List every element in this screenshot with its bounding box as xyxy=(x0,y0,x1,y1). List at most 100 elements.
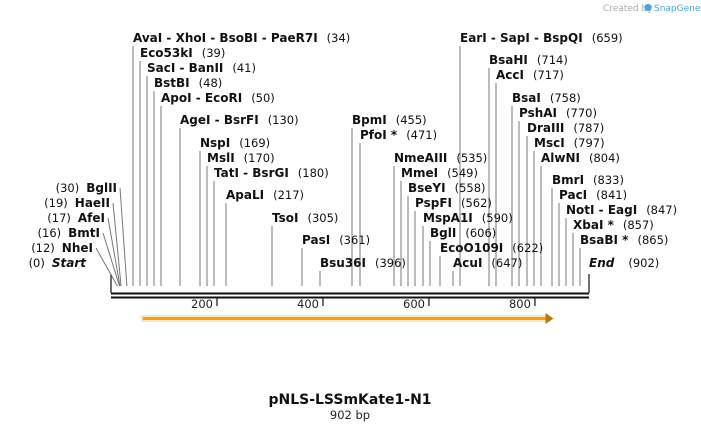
site-name: AlwNI xyxy=(541,151,580,165)
site-acci[interactable]: AccI(717) xyxy=(496,68,564,82)
site-position: (717) xyxy=(533,68,564,82)
site-name: AfeI xyxy=(78,211,105,225)
site-mspa1i[interactable]: MspA1I(590) xyxy=(423,211,513,225)
site-position: (17) xyxy=(47,211,71,225)
site-position: (455) xyxy=(396,113,427,127)
site-nspi[interactable]: NspI(169) xyxy=(200,136,270,150)
site-name: MscI xyxy=(534,136,565,150)
site-afei[interactable]: AfeI (17) xyxy=(47,211,105,225)
site-name: AcuI xyxy=(453,256,482,270)
site-name: DraIII xyxy=(527,121,564,135)
site-position: (833) xyxy=(593,173,624,187)
site-connector xyxy=(95,247,118,287)
tick-label: 400 xyxy=(297,297,319,311)
site-position: (34) xyxy=(327,31,351,45)
site-position: (19) xyxy=(44,196,68,210)
site-pfoi[interactable]: PfoI *(471) xyxy=(360,128,437,142)
site-name: BglI xyxy=(430,226,456,240)
site-name: ApaLI xyxy=(226,188,264,202)
site-tati-bsrgi[interactable]: TatI - BsrGI(180) xyxy=(214,166,329,180)
site-nhei[interactable]: NheI(12) xyxy=(31,241,93,255)
site-position: (647) xyxy=(491,256,522,270)
site-name: PacI xyxy=(559,188,587,202)
site-agei-bsrfi[interactable]: AgeI - BsrFI(130) xyxy=(180,113,299,127)
site-position: (39) xyxy=(202,46,226,60)
site-name: XbaI * xyxy=(573,218,615,232)
site-position: (48) xyxy=(199,76,223,90)
site-msli[interactable]: MslI(170) xyxy=(207,151,275,165)
site-name: BglII xyxy=(86,181,117,195)
site-position: (180) xyxy=(298,166,329,180)
site-haeii[interactable]: HaeII (19) xyxy=(44,196,110,210)
tick-label: 800 xyxy=(509,297,531,311)
site-position: (170) xyxy=(244,151,275,165)
site-connectors xyxy=(95,46,590,293)
site-bsabi[interactable]: BsaBI *(865) xyxy=(580,233,668,247)
site-name: SacI - BanII xyxy=(147,61,223,75)
site-ecoo109i[interactable]: EcoO109I (622) xyxy=(440,241,543,255)
site-name: NmeAIII xyxy=(394,151,447,165)
site-name: NheI xyxy=(62,241,93,255)
site-alwni[interactable]: AlwNI (804) xyxy=(541,151,620,165)
site-name: Eco53kI xyxy=(140,46,193,60)
site-name: EcoO109I xyxy=(440,241,503,255)
site-position: (841) xyxy=(596,188,627,202)
site-name: AvaI - XhoI - BsoBI - PaeR7I xyxy=(133,31,318,45)
site-name: BsaBI * xyxy=(580,233,629,247)
site-pspfi[interactable]: PspFI(562) xyxy=(415,196,492,210)
site-nmeaiii[interactable]: NmeAIII (535) xyxy=(394,151,487,165)
site-noti-eagi[interactable]: NotI - EagI(847) xyxy=(566,203,677,217)
site-bsahi[interactable]: BsaHI(714) xyxy=(489,53,568,67)
site-position: (41) xyxy=(232,61,256,75)
site-bpmi[interactable]: BpmI(455) xyxy=(352,113,427,127)
site-tsoi[interactable]: TsoI(305) xyxy=(272,211,338,225)
site-apali[interactable]: ApaLI(217) xyxy=(226,188,304,202)
site-xbai[interactable]: XbaI *(857) xyxy=(573,218,654,232)
site-mmei[interactable]: MmeI (549) xyxy=(401,166,478,180)
site-position: (16) xyxy=(38,226,62,240)
site-end[interactable]: End(902) xyxy=(589,256,659,270)
site-draiii[interactable]: DraIII(787) xyxy=(527,121,604,135)
site-msci[interactable]: MscI(797) xyxy=(534,136,605,150)
site-name: BseYI xyxy=(408,181,446,195)
site-bmti[interactable]: BmtI (16) xyxy=(38,226,100,240)
site-position: (471) xyxy=(406,128,437,142)
site-bgli[interactable]: BglI (606) xyxy=(430,226,496,240)
site-pshai[interactable]: PshAI(770) xyxy=(519,106,597,120)
site-position: (169) xyxy=(239,136,270,150)
site-acui[interactable]: AcuI (647) xyxy=(453,256,522,270)
site-bglii[interactable]: BglII(30) xyxy=(56,181,117,195)
site-bmri[interactable]: BmrI(833) xyxy=(552,173,624,187)
site-eco53ki[interactable]: Eco53kI (39) xyxy=(140,46,225,60)
site-name: HaeII xyxy=(75,196,110,210)
site-labels: Start(0)NheI(12)BmtI (16) AfeI (17) HaeII (19… xyxy=(29,31,678,270)
site-bstbi[interactable]: BstBI(48) xyxy=(154,76,222,90)
site-bsai[interactable]: BsaI(758) xyxy=(512,91,581,105)
site-name: MmeI xyxy=(401,166,438,180)
site-pasi[interactable]: PasI(361) xyxy=(302,233,370,247)
site-bsu36i[interactable]: Bsu36I(396) xyxy=(320,256,406,270)
site-saci-banii[interactable]: SacI - BanII (41) xyxy=(147,61,256,75)
site-name: EarI - SapI - BspQI xyxy=(460,31,583,45)
site-position: (758) xyxy=(550,91,581,105)
site-position: (590) xyxy=(482,211,513,225)
site-paci[interactable]: PacI (841) xyxy=(559,188,627,202)
site-position: (606) xyxy=(465,226,496,240)
feature-arrow[interactable] xyxy=(140,313,554,324)
site-position: (535) xyxy=(456,151,487,165)
site-position: (622) xyxy=(512,241,543,255)
site-name: NotI - EagI xyxy=(566,203,637,217)
site-apoi-ecori[interactable]: ApoI - EcoRI(50) xyxy=(161,91,275,105)
site-connector xyxy=(112,202,122,287)
site-eari-sapi-bspqi[interactable]: EarI - SapI - BspQI(659) xyxy=(460,31,623,45)
site-name: Start xyxy=(52,256,87,270)
site-bseyi[interactable]: BseYI(558) xyxy=(408,181,486,195)
site-position: (804) xyxy=(589,151,620,165)
site-name: Bsu36I xyxy=(320,256,366,270)
site-position: (549) xyxy=(447,166,478,180)
site-start[interactable]: Start(0) xyxy=(29,256,88,270)
site-avai-xhoi-bsobi-paer7i[interactable]: AvaI - XhoI - BsoBI - PaeR7I (34) xyxy=(133,31,350,45)
site-name: BmtI xyxy=(68,226,100,240)
